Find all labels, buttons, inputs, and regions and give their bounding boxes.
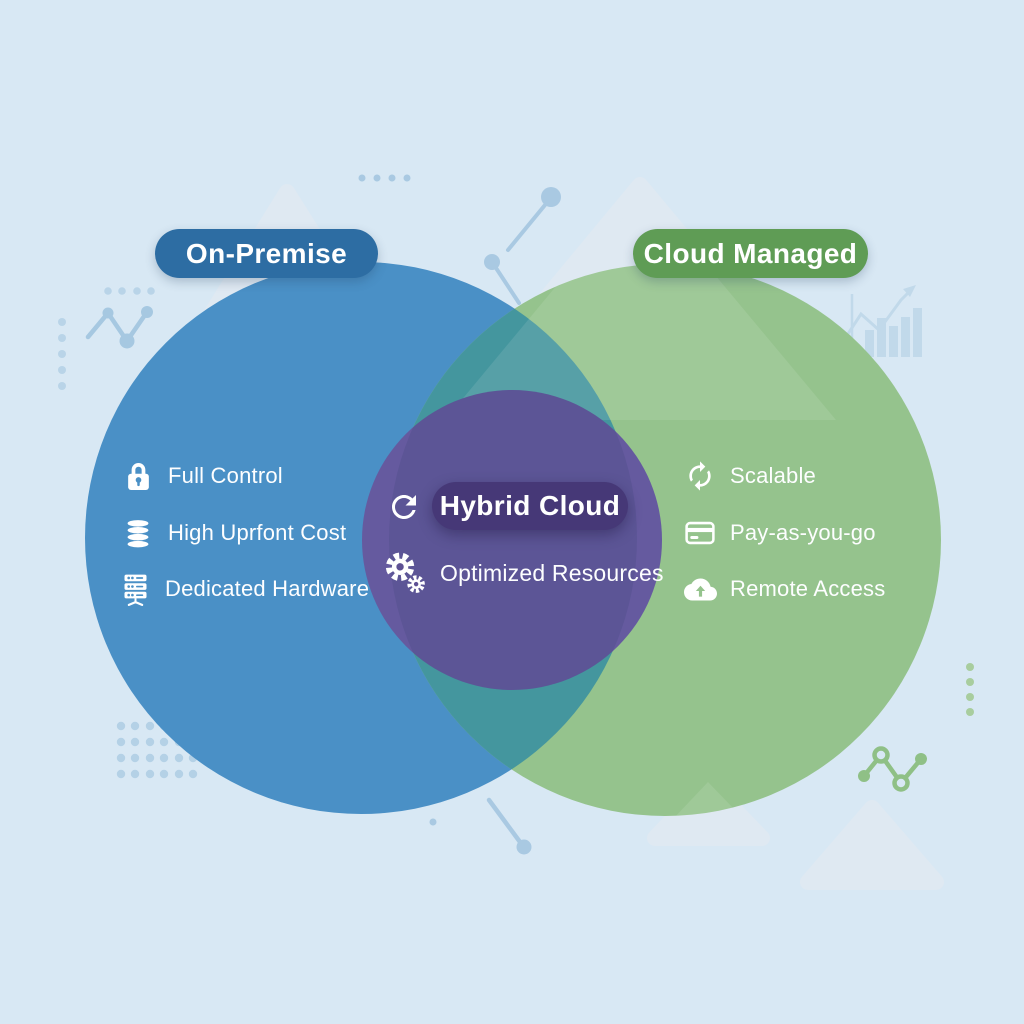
list-item: Pay-as-you-go (683, 516, 876, 550)
on-premise-label-pill: On-Premise (155, 229, 378, 278)
zigzag-line-chart-blue (85, 306, 153, 349)
dot-row-blue (104, 287, 155, 295)
list-item: Remote Access (683, 572, 885, 606)
sync-arrows-icon (683, 459, 717, 493)
list-item: Full Control (121, 459, 283, 493)
node-link-lines-blue (358, 174, 561, 855)
dot-column-green (966, 663, 974, 716)
bar-chart-trend-blue (840, 285, 922, 357)
on-premise-label: On-Premise (185, 237, 348, 269)
hybrid-lens-shading (389, 390, 637, 690)
coin-stack-icon (121, 516, 155, 550)
list-item-label: Scalable (730, 463, 816, 488)
list-item: High Uprfont Cost (121, 516, 346, 550)
list-item-label: Pay-as-you-go (730, 520, 876, 545)
cloud-managed-label: Cloud Managed (643, 237, 858, 269)
list-item-label: Dedicated Hardware (165, 576, 370, 601)
server-rack-icon (118, 572, 152, 606)
list-item: Scalable (683, 459, 816, 493)
zigzag-line-chart-green (858, 746, 927, 792)
credit-card-icon (683, 516, 717, 550)
hybrid-cloud-label-pill: Hybrid Cloud (432, 482, 628, 530)
hybrid-cloud-circle (362, 390, 662, 690)
list-item: Dedicated Hardware (118, 572, 369, 606)
list-item-label: Optimized Resources (440, 559, 664, 586)
dot-column-blue (58, 318, 66, 390)
hybrid-cloud-label: Hybrid Cloud (439, 490, 621, 521)
list-item-label: Full Control (168, 463, 283, 488)
list-item: Optimized Resources (383, 551, 664, 595)
refresh-icon (386, 489, 422, 525)
cloud-managed-label-pill: Cloud Managed (633, 229, 868, 278)
triangle-showthrough (445, 264, 836, 816)
list-item-label: Remote Access (730, 576, 886, 601)
cloud-upload-icon (683, 572, 717, 606)
gears-icon (383, 551, 427, 595)
lock-icon (121, 459, 155, 493)
list-item-label: High Uprfont Cost (168, 520, 347, 545)
